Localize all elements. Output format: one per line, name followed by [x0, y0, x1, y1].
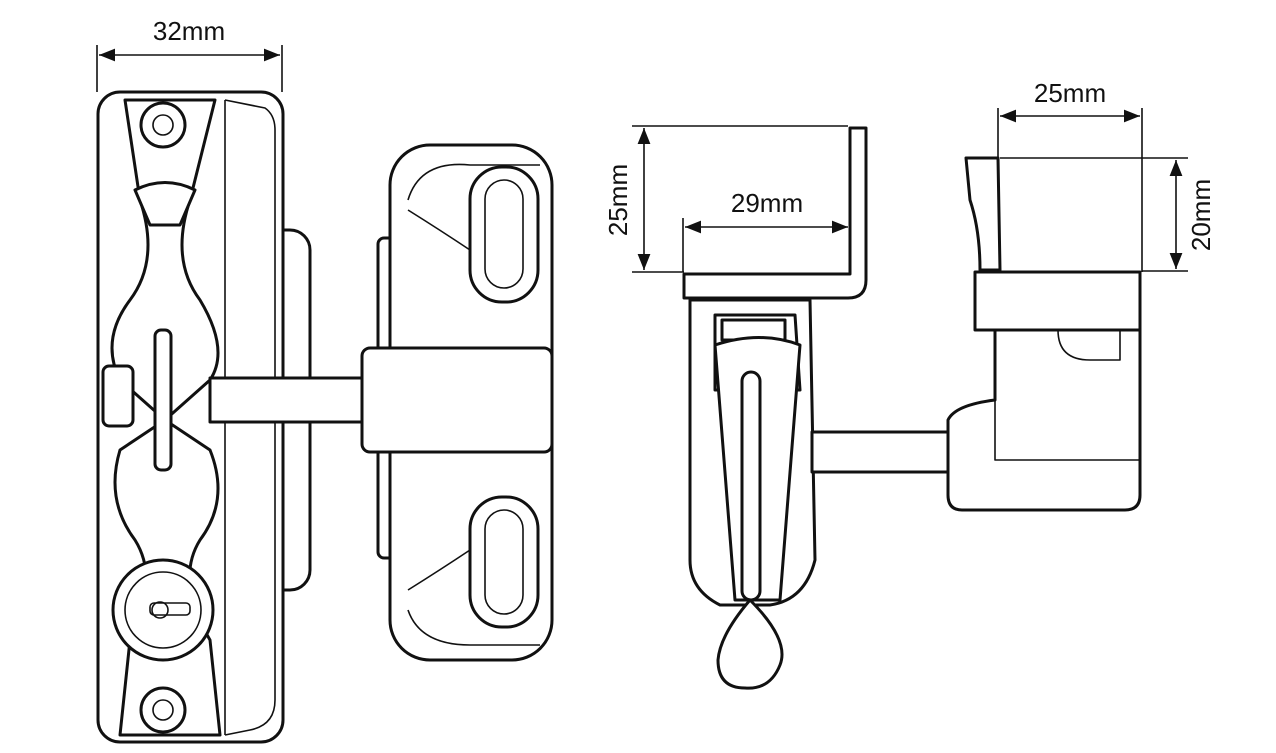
side-height-label: 25mm — [603, 164, 633, 236]
upper-lever — [110, 98, 220, 422]
key-icon — [149, 602, 191, 616]
upper-keeper-slot — [468, 165, 540, 304]
bolt-arm — [208, 376, 367, 424]
dimension-lines — [96, 45, 1188, 273]
front-width-label: 32mm — [153, 16, 225, 46]
end-bracket — [964, 156, 1002, 272]
end-height-label: 20mm — [1186, 179, 1216, 251]
end-width-label: 25mm — [1034, 78, 1106, 108]
bottom-screw-hole — [139, 686, 187, 734]
slot — [153, 328, 173, 472]
end-housing — [946, 328, 1142, 512]
lock-cylinder — [111, 558, 215, 662]
side-slot — [740, 370, 762, 602]
keeper-bolt-housing — [360, 346, 554, 454]
side-bolt — [810, 430, 954, 474]
side-knob — [716, 598, 784, 690]
knob — [133, 181, 197, 227]
end-view — [946, 156, 1142, 512]
side-depth-label: 29mm — [731, 188, 803, 218]
top-screw-hole — [139, 101, 187, 149]
lower-keeper-slot — [468, 495, 540, 629]
front-view — [96, 90, 554, 744]
side-view — [682, 126, 954, 690]
side-bracket — [682, 126, 868, 300]
